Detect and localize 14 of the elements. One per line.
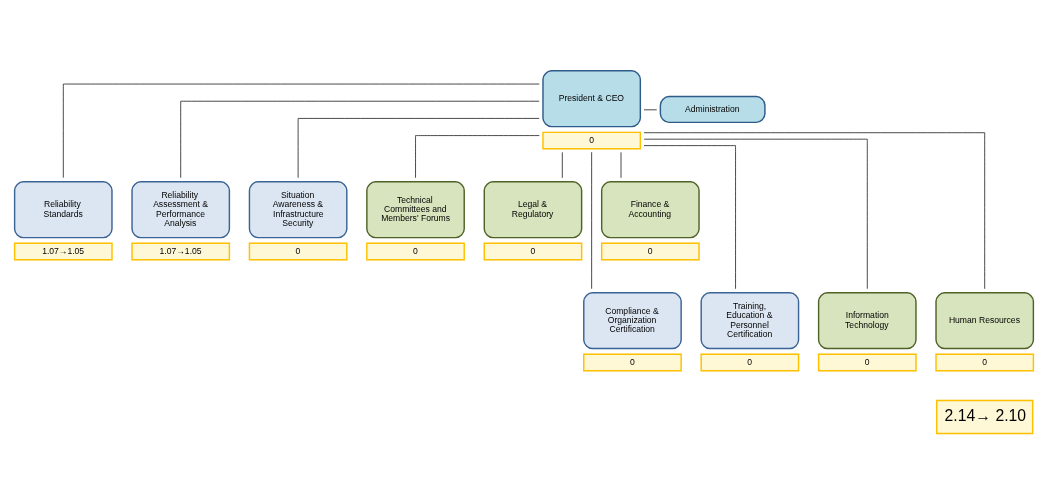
connector <box>415 134 540 178</box>
label: 2.14→ 2.10 <box>944 406 1027 424</box>
node-label: 0 <box>647 245 653 256</box>
node-label: 1.07→1.05 <box>42 245 85 256</box>
node-label: 1.07→1.05 <box>159 245 202 256</box>
node-label: 0 <box>982 356 987 367</box>
node-label: 0 <box>295 245 301 256</box>
node-label: 0 <box>629 356 635 367</box>
node-label: 0 <box>864 356 870 367</box>
node-label: 0 <box>413 245 418 256</box>
connector <box>643 144 736 289</box>
node-label: 0 <box>589 134 594 145</box>
node-label: 0 <box>530 245 536 256</box>
node-label: 0 <box>747 356 753 367</box>
